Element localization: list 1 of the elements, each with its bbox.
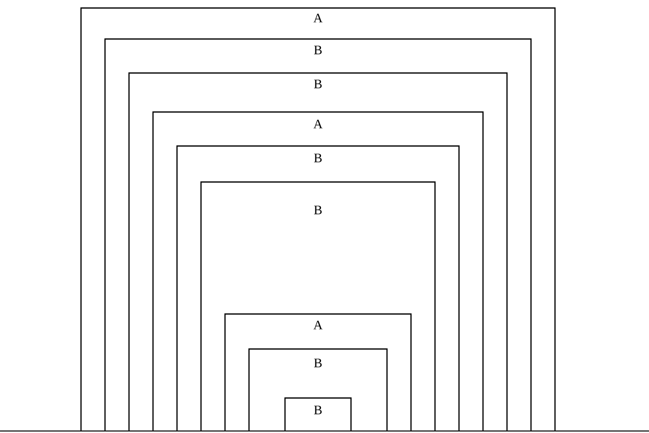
nested-frame: B	[284, 397, 352, 431]
